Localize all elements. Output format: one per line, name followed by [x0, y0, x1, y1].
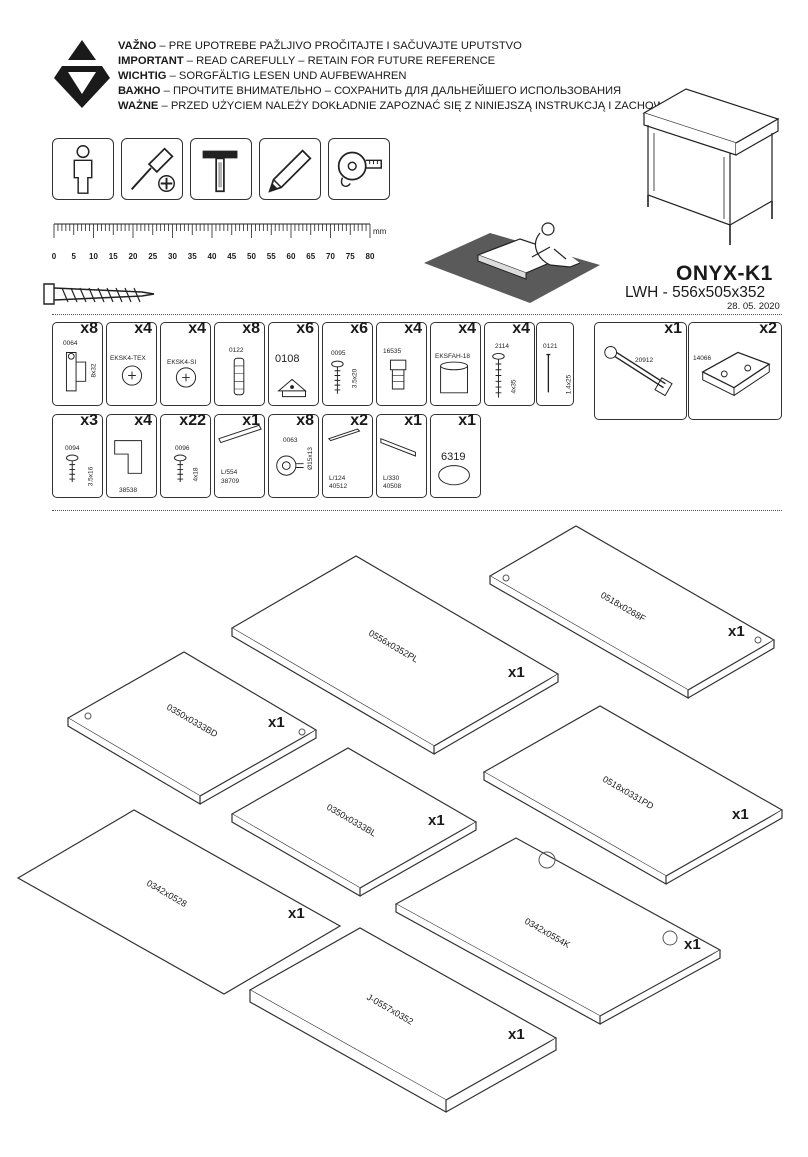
hardware-item: x4 2114 4x35 [484, 320, 535, 406]
ruler-label: 45 [227, 252, 237, 261]
hammer-icon [190, 138, 252, 200]
ruler-label: 20 [128, 252, 138, 261]
panel-qty: x1 [732, 806, 749, 823]
panel-qty: x1 [728, 623, 745, 640]
hardware-item: x22 0096 4x18 [160, 412, 211, 498]
product-title: ONYX-K1 [676, 262, 773, 285]
ruler-ticks [53, 223, 371, 238]
cabinet-illustration [636, 85, 784, 255]
person-icon [52, 138, 114, 200]
ruler-label: 30 [168, 252, 177, 261]
panel-qty: x1 [508, 664, 525, 681]
ruler-label: 15 [108, 252, 118, 261]
hardware-item: x6 0095 3.5x20 [322, 320, 373, 406]
brand-logo [52, 38, 112, 110]
divider [52, 314, 782, 315]
hardware-item: x1 L/554 38709 [214, 412, 265, 498]
ruler-label: 55 [266, 252, 276, 261]
hardware-item: x8 0064 8x32 [52, 320, 103, 406]
ruler-label: 70 [326, 252, 335, 261]
divider [52, 510, 782, 511]
ruler-label: 75 [345, 252, 355, 261]
ruler-label: 5 [71, 252, 76, 261]
panel-qty: x1 [508, 1026, 525, 1043]
ruler-unit: mm [373, 227, 387, 236]
hardware-item: 0121 1.4x25 [536, 322, 574, 406]
panel-qty: x1 [288, 905, 305, 922]
hardware-item: x2 14066 [688, 320, 782, 420]
hardware-item: x1 L/330 40508 [376, 412, 427, 498]
warning-line: WICHTIG – SORGFÄLTIG LESEN UND AUFBEWAHR… [118, 70, 407, 82]
warning-line: IMPORTANT – READ CAREFULLY – RETAIN FOR … [118, 55, 496, 67]
panel-qty: x1 [684, 936, 701, 953]
hardware-item: x4 38538 [106, 412, 157, 498]
panel-qty: x1 [428, 812, 445, 829]
hardware-item: x1 6319 [430, 412, 481, 498]
hardware-item: x8 0063 Ø15x13 [268, 412, 319, 498]
ruler-label: 35 [187, 252, 197, 261]
hardware-item: x4 EKSFAH-18 [430, 320, 481, 406]
ruler-label: 25 [148, 252, 158, 261]
pencil-icon [259, 138, 321, 200]
hardware-item: x4 EKSK4-SI [160, 320, 211, 406]
hardware-item: x3 0094 3.5x16 [52, 412, 103, 498]
panel-qty: x1 [268, 714, 285, 731]
hardware-item: x2 L/124 40512 [322, 412, 373, 498]
hardware-item: x4 EKSK4-TEX [106, 320, 157, 406]
ruler-label: 10 [89, 252, 98, 261]
screw-illustration [42, 278, 157, 315]
ruler-label: 60 [286, 252, 296, 261]
warning-block: VAŽNO – PRE UPOTREBE PAŽLJIVO PROČITAJTE… [118, 39, 695, 114]
assembly-floor-illustration [420, 215, 610, 315]
mm-ruler [52, 218, 382, 253]
tape-measure-icon [328, 138, 390, 200]
warning-line: WAŻNE – PRZED UŻYCIEM NALEŻY DOKŁADNIE Z… [118, 100, 696, 112]
document-date: 28. 05. 2020 [727, 301, 780, 312]
ruler-label: 0 [51, 252, 57, 261]
panels-illustration [16, 525, 784, 1114]
hardware-item: x1 20912 [594, 320, 687, 420]
hardware-item: x6 0108 [268, 320, 319, 406]
ruler-label: 80 [365, 252, 375, 261]
warning-line: ВАЖНО – ПРОЧТИТЕ ВНИМАТЕЛЬНО – СОХРАНИТЬ… [118, 85, 622, 97]
warning-line: VAŽNO – PRE UPOTREBE PAŽLJIVO PROČITAJTE… [118, 40, 522, 52]
ruler-label: 40 [207, 252, 217, 261]
hardware-item: x8 0122 [214, 320, 265, 406]
screwdriver-icon [121, 138, 183, 200]
product-dimensions: LWH - 556x505x352 [625, 284, 766, 301]
ruler-label: 50 [247, 252, 256, 261]
hardware-item: x4 16535 [376, 320, 427, 406]
ruler-label: 65 [306, 252, 316, 261]
